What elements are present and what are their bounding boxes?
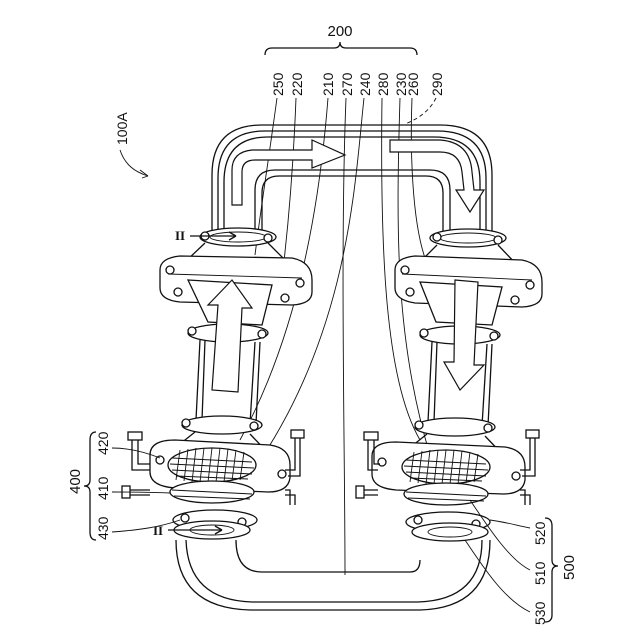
label-290: 290	[429, 72, 445, 96]
left-filter-housing	[122, 430, 304, 539]
label-520: 520	[532, 521, 548, 545]
lower-u-pipe	[176, 540, 490, 610]
label-240: 240	[357, 72, 373, 96]
bracket-200: 200	[265, 23, 417, 55]
label-420: 420	[95, 431, 111, 455]
label-510: 510	[532, 561, 548, 585]
label-200: 200	[327, 23, 352, 40]
label-530: 530	[532, 601, 548, 625]
section-mark-II-bottom: II	[153, 523, 163, 538]
label-410: 410	[95, 476, 111, 500]
right-column	[395, 229, 542, 457]
section-mark-II-top: II	[175, 228, 185, 243]
top-reference-labels: 250 220 210 270 240 280 230 260 290	[270, 72, 445, 96]
label-270: 270	[339, 72, 355, 96]
label-280: 280	[375, 72, 391, 96]
left-column	[160, 228, 312, 455]
label-250: 250	[270, 72, 286, 96]
label-260: 260	[405, 72, 421, 96]
label-210: 210	[320, 72, 336, 96]
figure-id-100A: 100A	[114, 112, 148, 178]
label-500: 500	[561, 555, 578, 580]
label-430: 430	[95, 516, 111, 540]
label-400: 400	[67, 469, 84, 494]
label-220: 220	[289, 72, 305, 96]
label-100A: 100A	[114, 112, 130, 145]
